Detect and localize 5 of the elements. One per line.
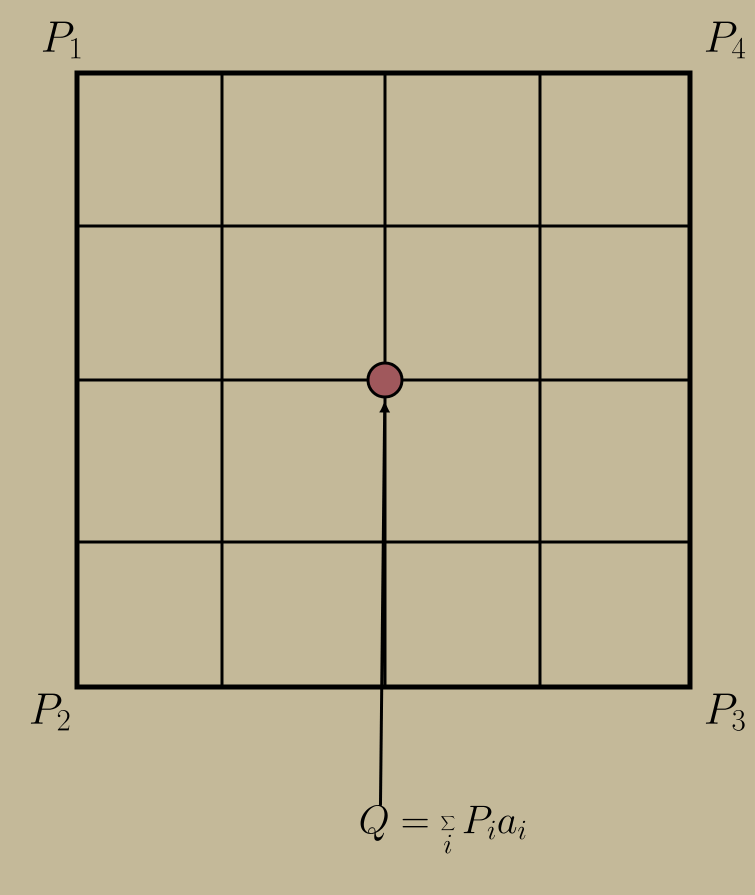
corner-label: $P_3$: [706, 694, 745, 731]
corner-label: $P_4$: [706, 22, 746, 58]
corner-label: $P_1$: [42, 22, 80, 58]
formula-label: $Q = \sum_{i} P_i a_i$: [360, 805, 526, 854]
corner-label: $P_2$: [30, 694, 70, 730]
